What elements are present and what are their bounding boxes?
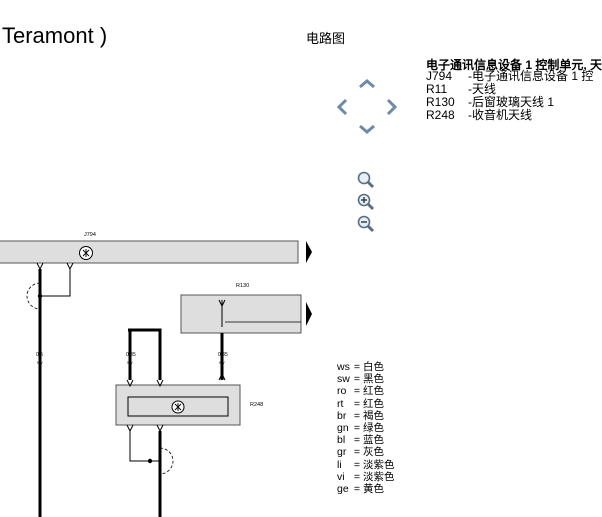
legend-item: vi=淡紫色 (337, 470, 395, 483)
legend-key: li (337, 458, 342, 471)
component-row: R11 -天线 (426, 83, 593, 96)
legend-item: gr=灰色 (337, 446, 384, 459)
legend-item: gn=绿色 (337, 422, 384, 435)
legend-key: ge (337, 483, 349, 496)
wire-color-label: sw (127, 360, 133, 365)
legend-item: sw=黑色 (337, 373, 384, 386)
legend-label: 白色 (363, 361, 384, 373)
component-row: R248 -收音机天线 (426, 109, 593, 122)
component-heading: 电子通讯信息设备 1 控制单元, 天 (426, 58, 602, 72)
wire-gauge-label: 0.5 (36, 352, 43, 358)
component-desc: -收音机天线 (468, 108, 532, 122)
nav-controls (332, 74, 402, 233)
zoom-in-icon[interactable] (357, 193, 375, 211)
legend-item: bl=蓝色 (337, 434, 384, 447)
legend-key: bl (337, 434, 346, 447)
legend-label: 绿色 (363, 422, 384, 435)
r248-label: R248 (250, 402, 263, 408)
component-code: J794 (426, 69, 453, 83)
zoom-reset-icon[interactable] (357, 171, 375, 189)
antenna-symbol-icon (171, 400, 185, 414)
legend-key: rt (337, 397, 344, 410)
j794-label: J794 (84, 232, 96, 238)
wire-gauge-label: 0.35 (218, 352, 228, 358)
legend-label: 红色 (363, 385, 384, 398)
legend-label: 蓝色 (363, 434, 384, 447)
continuation-arrow-icon[interactable] (306, 241, 312, 263)
color-legend: ws=白色 sw=黑色 ro=红色 rt=红色 br=褐色 gn=绿色 bl=蓝… (337, 361, 395, 495)
legend-label: 黄色 (363, 483, 384, 496)
antenna-symbol-icon (79, 246, 93, 260)
zoom-out-icon[interactable] (357, 215, 375, 233)
legend-label: 淡紫色 (363, 470, 395, 483)
legend-label: 黑色 (363, 373, 384, 386)
arrow-right-icon[interactable] (380, 96, 402, 118)
component-row: R130 -后窗玻璃天线 1 (426, 96, 593, 109)
legend-item: ge=黄色 (337, 483, 384, 496)
component-code: R130 (426, 95, 455, 109)
page-title: Teramont ) (2, 23, 108, 48)
legend-label: 淡紫色 (363, 458, 395, 471)
legend-label: 红色 (363, 397, 384, 410)
r130-label: R130 (236, 283, 249, 289)
wire-color-label: sw (37, 360, 43, 365)
legend-label: 灰色 (363, 446, 384, 459)
component-row: J794 -电子通讯信息设备 1 控 (426, 70, 593, 83)
component-desc: -电子通讯信息设备 1 控 (468, 69, 594, 83)
wire-color-label: sw (219, 360, 225, 365)
component-desc: -天线 (468, 82, 496, 96)
wire-gauge-label: 0.35 (126, 352, 136, 358)
component-list: J794 -电子通讯信息设备 1 控 R11 -天线 R130 -后窗玻璃天线 … (426, 70, 593, 122)
component-code: R248 (426, 108, 455, 122)
legend-key: ws (337, 361, 350, 373)
arrow-left-icon[interactable] (332, 96, 354, 118)
component-desc: -后窗玻璃天线 1 (468, 95, 555, 109)
legend-item: ws=白色 (337, 361, 384, 373)
continuation-arrow-icon[interactable] (306, 302, 312, 326)
panel-title: 电路图 (306, 31, 346, 46)
arrow-down-icon[interactable] (356, 122, 378, 138)
legend-item: br=褐色 (337, 409, 384, 422)
arrow-up-icon[interactable] (356, 74, 378, 90)
legend-key: gr (337, 446, 347, 459)
wiring-diagram[interactable]: J794 0.5 sw R130 0.35 sw R248 0.35 sw (0, 220, 330, 517)
legend-key: sw (337, 373, 350, 386)
legend-item: ro=红色 (337, 385, 384, 398)
r130-box (180, 294, 302, 334)
j794-box (0, 240, 299, 264)
component-code: R11 (426, 82, 448, 96)
legend-key: gn (337, 422, 349, 435)
legend-key: br (337, 409, 347, 422)
legend-item: li=淡紫色 (337, 458, 395, 471)
legend-label: 褐色 (363, 409, 384, 422)
legend-key: vi (337, 470, 345, 483)
legend-key: ro (337, 385, 347, 398)
legend-item: rt=红色 (337, 397, 384, 410)
